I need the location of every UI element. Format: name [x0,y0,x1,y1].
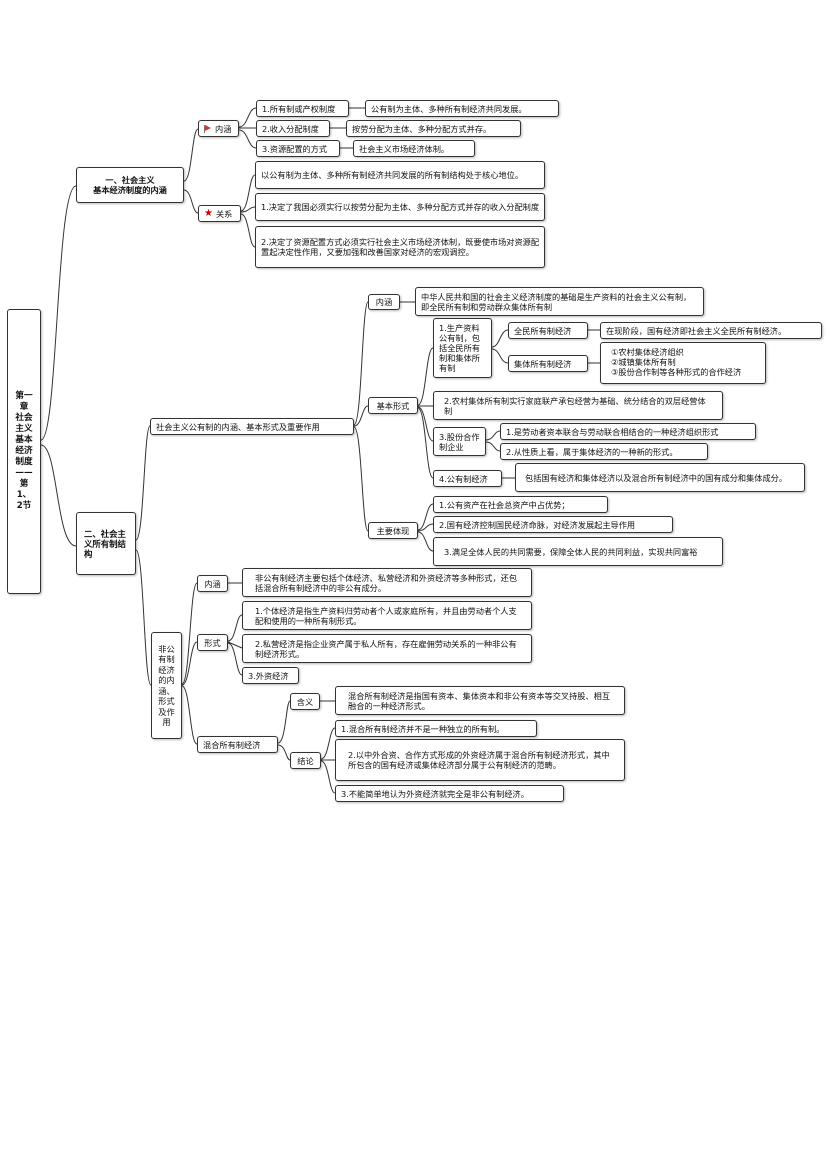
public-form-4[interactable]: 4.公有制经济 [433,470,502,487]
s1-guanxi-item-1[interactable]: 以公有制为主体、多种所有制经济共同发展的所有制结构处于核心地位。 [255,161,545,189]
mixed-label[interactable]: 混合所有制经济 [197,736,278,753]
nonpublic-form-3[interactable]: 3.外资经济 [242,667,299,684]
quanmin-detail[interactable]: 在现阶段，国有经济即社会主义全民所有制经济。 [600,322,822,339]
flag-icon [204,124,212,133]
jiti-detail-line-1: ①农村集体经济组织 [611,347,684,357]
jiti-detail-line-2: ②城镇集体所有制 [611,357,676,367]
public-role-item-3[interactable]: 3.满足全体人民的共同需要，保障全体人民的共同利益，实现共同富裕 [433,537,723,566]
gufen-item-2[interactable]: 2.从性质上看，属于集体经济的一种新的形式。 [500,443,708,460]
nonpublic-neihan-text[interactable]: 非公有制经济主要包括个体经济、私营经济和外资经济等多种形式，还包括混合所有制经济… [242,568,532,597]
public-form-3[interactable]: 3.股份合作制企业 [433,427,486,456]
jiti-detail-line-3: ③股份合作制等各种形式的合作经济 [611,367,742,377]
public-role-item-2[interactable]: 2.国有经济控制国民经济命脉，对经济发展起主导作用 [433,516,673,533]
mixed-hanyi-label[interactable]: 含义 [290,693,320,710]
jiti-detail[interactable]: ①农村集体经济组织 ②城镇集体所有制 ③股份合作制等各种形式的合作经济 [600,342,766,384]
mixed-jielun-item-2[interactable]: 2.以中外合资、合作方式形成的外资经济属于混合所有制经济形式，其中所包含的国有经… [335,739,625,781]
nonpublic-forms-label[interactable]: 形式 [197,634,228,651]
gufen-item-1[interactable]: 1.是劳动者资本联合与劳动联合相结合的一种经济组织形式 [500,423,756,440]
section2-title[interactable]: 二、社会主义所有制结构 [76,512,136,575]
section1-title-line1: 一、社会主义 [105,175,155,185]
section1-title[interactable]: 一、社会主义 基本经济制度的内涵 [76,167,184,203]
s1-neihan-item-1[interactable]: 1.所有制或产权制度 [256,100,349,117]
public-neihan-text[interactable]: 中华人民共和国的社会主义经济制度的基础是生产资料的社会主义公有制，即全民所有制和… [415,287,704,316]
s1-neihan-item-2[interactable]: 2.收入分配制度 [256,120,330,137]
quanmin-label[interactable]: 全民所有制经济 [508,322,588,339]
s1-neihan-detail-1[interactable]: 公有制为主体、多种所有制经济共同发展。 [365,100,559,117]
jiti-label[interactable]: 集体所有制经济 [508,355,588,372]
public-form-2[interactable]: 2.农村集体所有制实行家庭联产承包经营为基础、统分结合的双层经营体制 [433,391,723,420]
s1-guanxi-node[interactable]: ★ 关系 [198,205,241,222]
public-form-1[interactable]: 1.生产资料公有制，包括全民所有制和集体所有制 [433,318,492,378]
public-neihan-label[interactable]: 内涵 [368,294,400,310]
mixed-jielun-label[interactable]: 结论 [290,752,321,769]
s1-neihan-detail-3[interactable]: 社会主义市场经济体制。 [353,140,475,157]
public-form-4-detail[interactable]: 包括国有经济和集体经济以及混合所有制经济中的国有成分和集体成分。 [515,463,805,492]
mixed-jielun-item-3[interactable]: 3.不能简单地认为外资经济就完全是非公有制经济。 [335,785,564,802]
section1-title-line2: 基本经济制度的内涵 [93,185,167,195]
s1-neihan-item-3[interactable]: 3.资源配置的方式 [256,140,340,157]
public-title[interactable]: 社会主义公有制的内涵、基本形式及重要作用 [150,418,354,435]
nonpublic-title[interactable]: 非公有制经济的内涵、形式及作用 [151,632,182,739]
mixed-hanyi-text[interactable]: 混合所有制经济是指国有资本、集体资本和非公有资本等交叉持股、相互融合的一种经济形… [335,686,625,715]
s1-guanxi-item-3[interactable]: 2.决定了资源配置方式必须实行社会主义市场经济体制，既要使市场对资源配置起决定性… [255,226,545,268]
s1-neihan-label: 内涵 [215,123,232,134]
s1-neihan-detail-2[interactable]: 按劳分配为主体、多种分配方式并存。 [346,120,521,137]
public-role-label[interactable]: 主要体现 [368,522,418,539]
public-role-item-1[interactable]: 1.公有资产在社会总资产中占优势； [433,496,608,513]
star-icon: ★ [204,207,213,219]
s1-guanxi-item-2[interactable]: 1.决定了我国必须实行以按劳分配为主体、多种分配方式并存的收入分配制度 [255,193,545,221]
nonpublic-form-1[interactable]: 1.个体经济是指生产资料归劳动者个人或家庭所有，并且由劳动者个人支配和使用的一种… [242,601,532,630]
nonpublic-neihan-label[interactable]: 内涵 [197,575,228,592]
mixed-jielun-item-1[interactable]: 1.混合所有制经济并不是一种独立的所有制。 [335,720,537,737]
nonpublic-form-2[interactable]: 2.私营经济是指企业资产属于私人所有，存在雇佣劳动关系的一种非公有制经济形式。 [242,634,532,663]
s1-guanxi-label: 关系 [215,208,233,219]
root-title-text: 第一章 社会主义基本经济制度——第1、2节 [15,391,33,511]
root-title: 第一章 社会主义基本经济制度——第1、2节 [7,309,41,594]
public-forms-label[interactable]: 基本形式 [368,397,418,414]
s1-neihan-node[interactable]: 内涵 [198,120,239,137]
